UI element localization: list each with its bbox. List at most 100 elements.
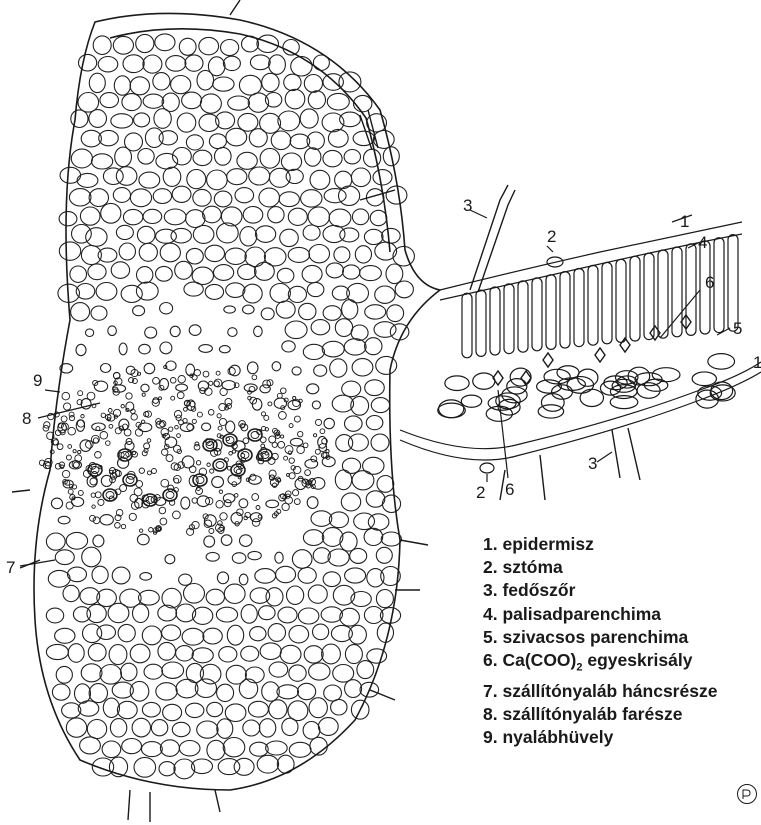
parenchyma-cell	[245, 247, 265, 267]
parenchyma-cell	[102, 741, 121, 758]
parenchyma-cell	[51, 498, 62, 509]
parenchyma-cell	[312, 401, 320, 409]
parenchyma-cell	[207, 170, 228, 190]
parenchyma-cell	[307, 282, 324, 296]
phloem-cell	[139, 529, 142, 532]
parenchyma-cell	[68, 644, 84, 663]
upper-epidermis	[440, 222, 742, 290]
parenchyma-cell	[248, 551, 261, 559]
parenchyma-cell	[341, 493, 360, 511]
trichome	[400, 540, 428, 545]
parenchyma-cell	[309, 245, 330, 263]
parenchyma-cell	[298, 608, 319, 624]
parenchyma-cell	[223, 56, 240, 70]
callout-6-right: 6	[705, 274, 714, 291]
phloem-cell	[209, 529, 214, 534]
parenchyma-cell	[340, 608, 360, 626]
parenchyma-cell	[172, 186, 191, 202]
parenchyma-cell	[185, 55, 203, 71]
parenchyma-cell	[366, 416, 383, 430]
phloem-cell	[189, 466, 196, 473]
parenchyma-cell	[160, 303, 173, 314]
phloem-cell	[219, 490, 222, 493]
parenchyma-cell	[240, 227, 257, 246]
stoma-bottom	[480, 463, 494, 473]
parenchyma-cell	[83, 624, 102, 643]
phloem-cell	[98, 499, 104, 505]
parenchyma-cell	[382, 495, 400, 512]
parenchyma-cell	[262, 73, 279, 91]
parenchyma-cell	[285, 321, 307, 339]
palisade-cell	[616, 259, 626, 342]
callout-4: 4	[698, 234, 707, 251]
parenchyma-cell	[227, 625, 243, 645]
palisade-cell	[644, 253, 654, 340]
parenchyma-cell	[266, 588, 283, 606]
spongy-cell	[692, 372, 716, 386]
parenchyma-cell	[249, 129, 267, 147]
parenchyma-cell	[355, 246, 371, 263]
parenchyma-cell	[143, 55, 162, 73]
parenchyma-cell	[329, 209, 351, 227]
phloem-cell	[277, 509, 281, 513]
parenchyma-cell	[214, 265, 234, 281]
parenchyma-cell	[352, 209, 368, 225]
parenchyma-cell	[278, 111, 300, 131]
parenchyma-cell	[132, 718, 150, 737]
parenchyma-cell	[288, 247, 309, 262]
parenchyma-cell	[46, 644, 68, 659]
parenchyma-cell	[238, 264, 256, 279]
parenchyma-cell	[232, 553, 246, 564]
phloem-cell	[153, 377, 160, 384]
phloem-cell	[278, 441, 285, 448]
parenchyma-cell	[59, 242, 80, 260]
trichome	[540, 455, 545, 500]
parenchyma-cell	[279, 192, 299, 207]
parenchyma-cell	[176, 679, 198, 698]
parenchyma-cell	[55, 550, 74, 565]
parenchyma-cell	[108, 603, 129, 622]
parenchyma-cell	[322, 644, 341, 664]
phloem-cell	[192, 419, 196, 423]
palisade-cell	[490, 287, 500, 355]
parenchyma-cell	[340, 532, 357, 551]
parenchyma-cell	[93, 36, 111, 55]
parenchyma-cell	[311, 320, 330, 335]
parenchyma-cell	[153, 189, 171, 204]
parenchyma-cell	[193, 225, 214, 243]
parenchyma-cell	[303, 722, 320, 740]
phloem-cell	[177, 392, 184, 399]
trichome	[12, 490, 30, 492]
phloem-cell	[220, 388, 227, 395]
parenchyma-cell	[345, 568, 366, 583]
phloem-cell	[61, 416, 67, 422]
phloem-cell	[149, 528, 153, 532]
parenchyma-cell	[292, 550, 312, 569]
parenchyma-cell	[239, 499, 248, 508]
parenchyma-cell	[103, 168, 123, 185]
parenchyma-cell	[334, 247, 350, 263]
phloem-cell	[250, 474, 256, 480]
parenchyma-cell	[290, 438, 302, 446]
parenchyma-cell	[326, 263, 343, 278]
parenchyma-cell	[179, 574, 192, 585]
parenchyma-cell	[345, 645, 362, 664]
parenchyma-cell	[266, 500, 279, 508]
parenchyma-cell	[313, 624, 329, 640]
phloem-cell	[159, 397, 162, 400]
parenchyma-cell	[342, 300, 358, 320]
parenchyma-cell	[162, 625, 181, 641]
parenchyma-cell	[217, 572, 228, 584]
parenchyma-cell	[288, 286, 306, 302]
parenchyma-cell	[223, 738, 245, 757]
parenchyma-cell	[114, 76, 130, 95]
parenchyma-cell	[121, 663, 137, 681]
parenchyma-cell	[324, 685, 342, 701]
parenchyma-cell	[207, 740, 225, 760]
phloem-cell	[147, 471, 151, 475]
parenchyma-cell	[92, 154, 113, 169]
parenchyma-cell	[116, 167, 137, 186]
parenchyma-cell	[226, 128, 247, 146]
parenchyma-cell	[199, 37, 219, 54]
parenchyma-cell	[370, 210, 387, 225]
